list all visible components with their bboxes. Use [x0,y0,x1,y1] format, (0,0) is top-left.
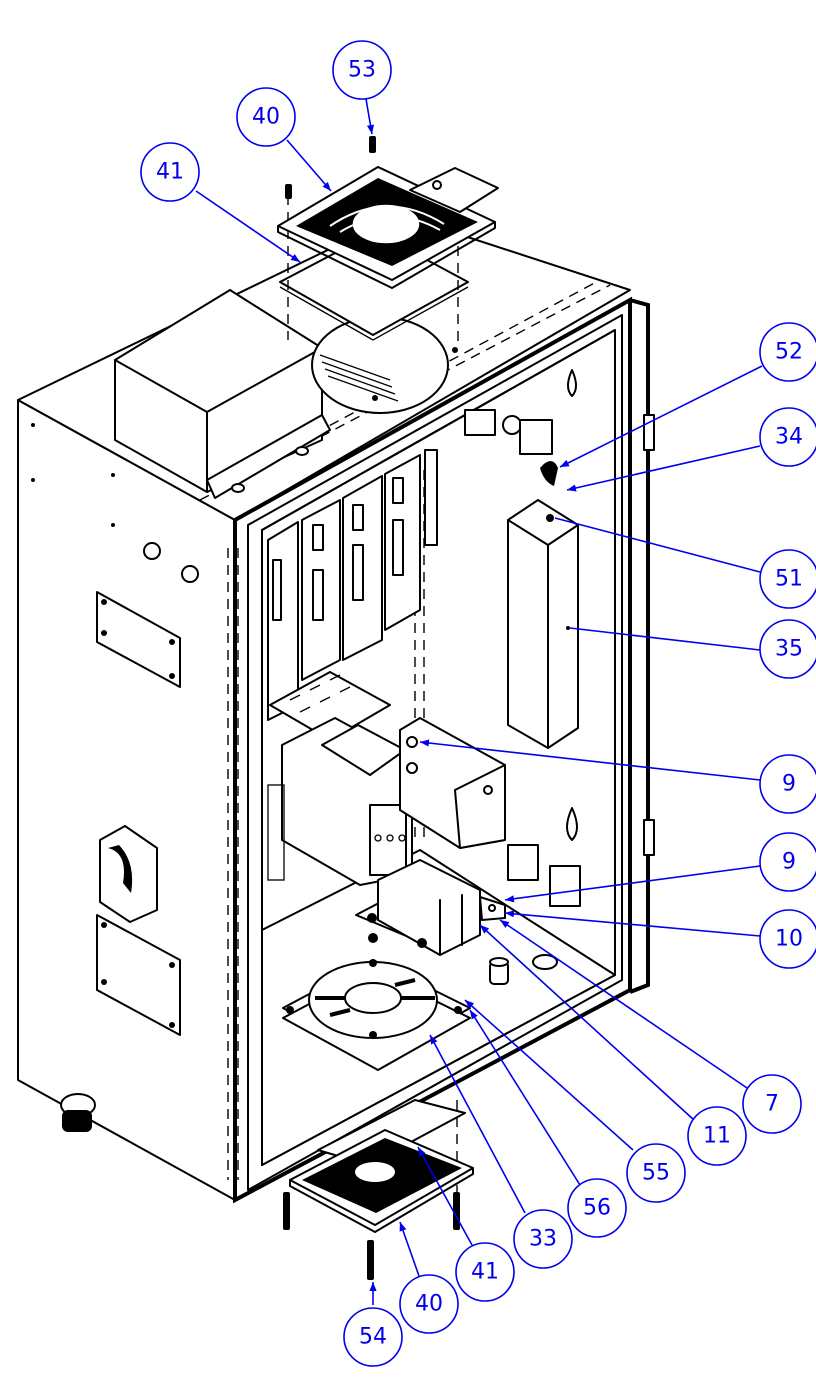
balloon-40-top[interactable]: 40 [236,87,296,147]
balloon-34[interactable]: 34 [759,407,816,467]
balloon-54[interactable]: 54 [343,1307,403,1367]
side-label-plate-top [96,591,181,688]
balloon-label: 41 [156,160,184,185]
transformer [355,859,506,956]
drive-modules [267,409,553,741]
side-features [60,542,199,1132]
balloon-7[interactable]: 7 [742,1074,802,1134]
cable-gland [489,954,558,985]
key-lock [540,461,558,486]
balloon-label: 40 [252,105,280,130]
balloon-41-bottom[interactable]: 41 [455,1242,515,1302]
balloon-label: 9 [782,772,796,797]
balloon-label: 53 [348,58,376,83]
balloon-label: 7 [765,1092,779,1117]
balloon-56[interactable]: 56 [567,1178,627,1238]
balloon-51[interactable]: 51 [759,549,816,609]
bottom-screw [367,1240,374,1280]
balloon-33[interactable]: 33 [513,1209,573,1269]
balloon-label: 33 [529,1227,557,1252]
balloon-label: 34 [775,425,803,450]
balloon-label: 10 [775,927,803,952]
balloon-label: 35 [775,637,803,662]
balloon-label: 55 [642,1161,670,1186]
document-pocket [507,499,579,749]
mounting-bracket [399,717,581,907]
balloon-53-top[interactable]: 53 [332,40,392,100]
bottom-fan-grille [289,1129,474,1233]
balloon-10[interactable]: 10 [759,909,816,969]
balloon-label: 11 [703,1124,731,1149]
top-fan-grille [277,166,496,289]
enclosure-left-side [17,399,236,1201]
balloon-40-bottom[interactable]: 40 [399,1274,459,1334]
balloon-9-b[interactable]: 9 [759,832,816,892]
balloon-11[interactable]: 11 [687,1106,747,1166]
balloon-9-a[interactable]: 9 [759,754,816,814]
balloon-label: 51 [775,567,803,592]
balloon-label: 40 [415,1292,443,1317]
top-screw [369,136,376,153]
side-label-plate-bottom [96,914,181,1036]
balloon-55[interactable]: 55 [626,1143,686,1203]
balloon-35[interactable]: 35 [759,619,816,679]
balloon-52[interactable]: 52 [759,322,816,382]
balloon-label: 41 [471,1260,499,1285]
balloon-label: 9 [782,850,796,875]
balloon-41-top[interactable]: 41 [140,142,200,202]
leader-lines [195,98,763,1305]
contactor [267,717,413,886]
balloon-label: 54 [359,1325,387,1350]
balloon-label: 56 [583,1196,611,1221]
balloon-label: 52 [775,340,803,365]
cooling-fan [282,933,471,1071]
top-box [114,289,331,499]
